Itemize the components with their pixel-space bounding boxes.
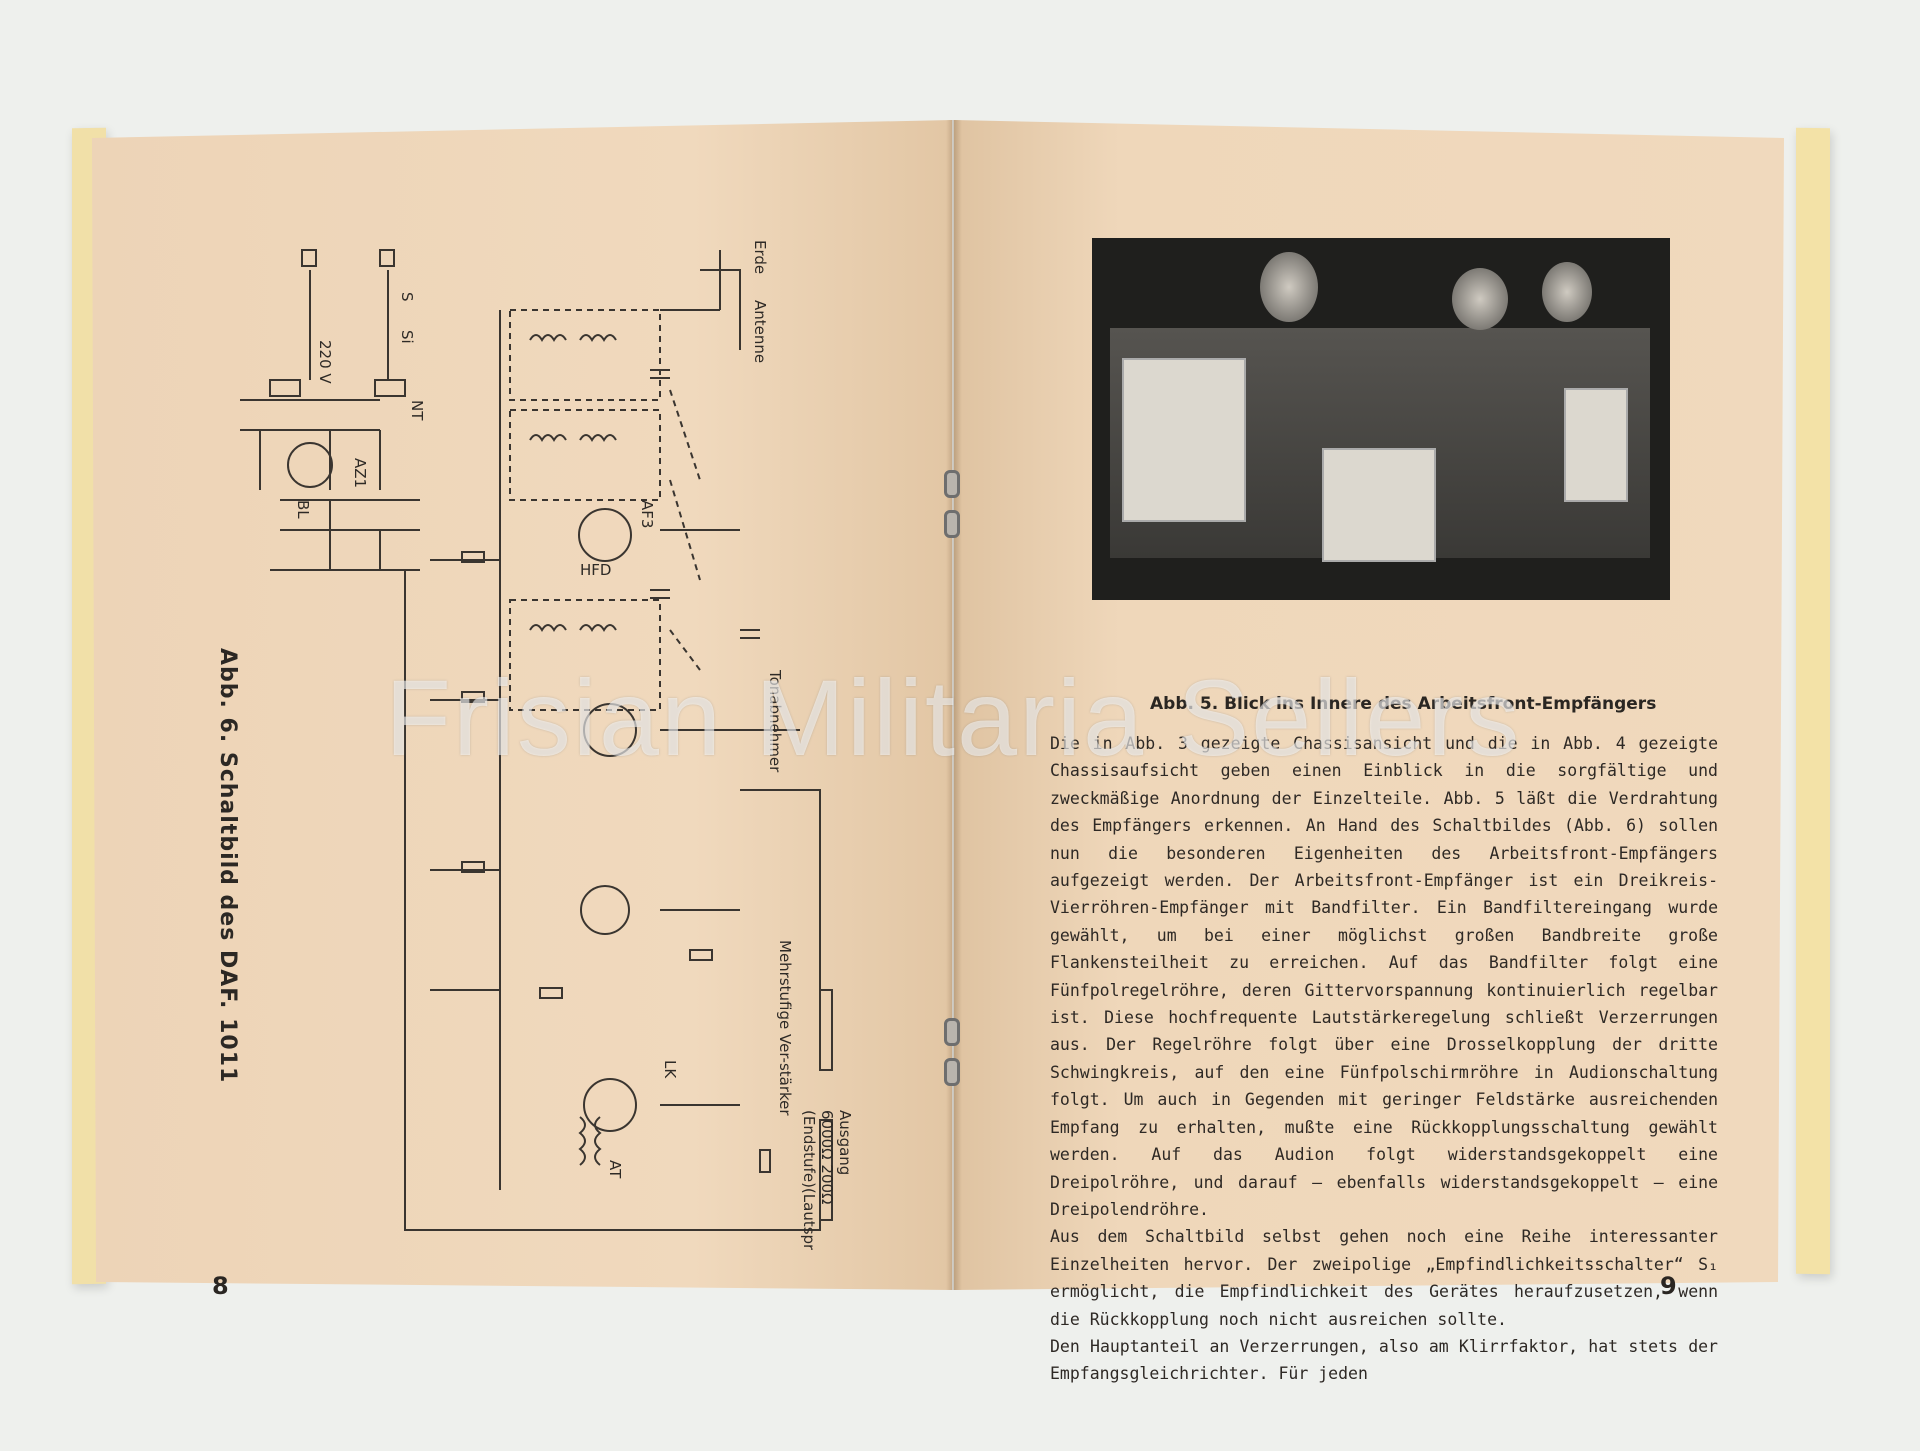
body-text: Die in Abb. 3 gezeigte Chassisansicht un…: [1050, 730, 1718, 1388]
chassis-photo: [1092, 238, 1670, 600]
label-lk: LK: [661, 1060, 679, 1079]
label-at: AT: [606, 1160, 624, 1179]
booklet-back-edge-right: [1796, 127, 1830, 1275]
left-page: [92, 120, 952, 1290]
staple-bottom: [944, 1018, 960, 1046]
tube-3: [1542, 262, 1592, 322]
inner-panel-1: [1122, 358, 1246, 522]
staple-bottom-2: [944, 1058, 960, 1086]
label-amplifier: Mehrstufige Ver-stärker: [776, 940, 794, 1116]
label-output-note: (Endstufe)(Lautspr.): [800, 1110, 818, 1250]
page-number-right: 9: [1660, 1272, 1677, 1300]
circuit-schematic: 220 V S Si NT BL AZ1 Erde Antenne AF3 HF…: [180, 230, 880, 1259]
inner-panel-3: [1564, 388, 1628, 502]
photo-caption: Abb. 5. Blick ins Innere des Arbeitsfron…: [1150, 694, 1657, 714]
label-hfd: HFD: [580, 561, 611, 579]
label-az1: AZ1: [351, 458, 369, 488]
label-switch: S: [398, 292, 416, 302]
paragraph-1: Die in Abb. 3 gezeigte Chassisansicht un…: [1050, 734, 1718, 1219]
label-ground: Erde: [751, 240, 769, 274]
label-output-values: 6000Ω 200Ω: [818, 1110, 836, 1205]
paragraph-2: Aus dem Schaltbild selbst gehen noch ein…: [1050, 1227, 1718, 1329]
label-fuse: Si: [398, 330, 416, 344]
book-gutter: [946, 120, 962, 1290]
paragraph-3: Den Hauptanteil an Verzerrungen, also am…: [1050, 1336, 1718, 1384]
label-pickup: Tonabnehmer: [766, 669, 784, 773]
label-af3: AF3: [638, 500, 656, 528]
page-number-left: 8: [212, 1272, 229, 1300]
label-antenna: Antenne: [751, 300, 769, 363]
watermark: Frisian Militaria Sellers: [385, 657, 1522, 778]
tube-1: [1260, 252, 1318, 322]
label-220v: 220 V: [316, 340, 334, 384]
staple-top: [944, 470, 960, 498]
staple-top-2: [944, 510, 960, 538]
label-bl: BL: [294, 500, 312, 519]
schematic-caption: Abb. 6. Schaltbild des DAF. 1011: [215, 648, 240, 1084]
label-output: Ausgang: [836, 1110, 854, 1175]
schematic-drawing: 220 V S Si NT BL AZ1 Erde Antenne AF3 HF…: [240, 240, 854, 1259]
tube-2: [1452, 268, 1508, 330]
label-transformer: NT: [408, 400, 426, 421]
inner-panel-2: [1322, 448, 1436, 562]
